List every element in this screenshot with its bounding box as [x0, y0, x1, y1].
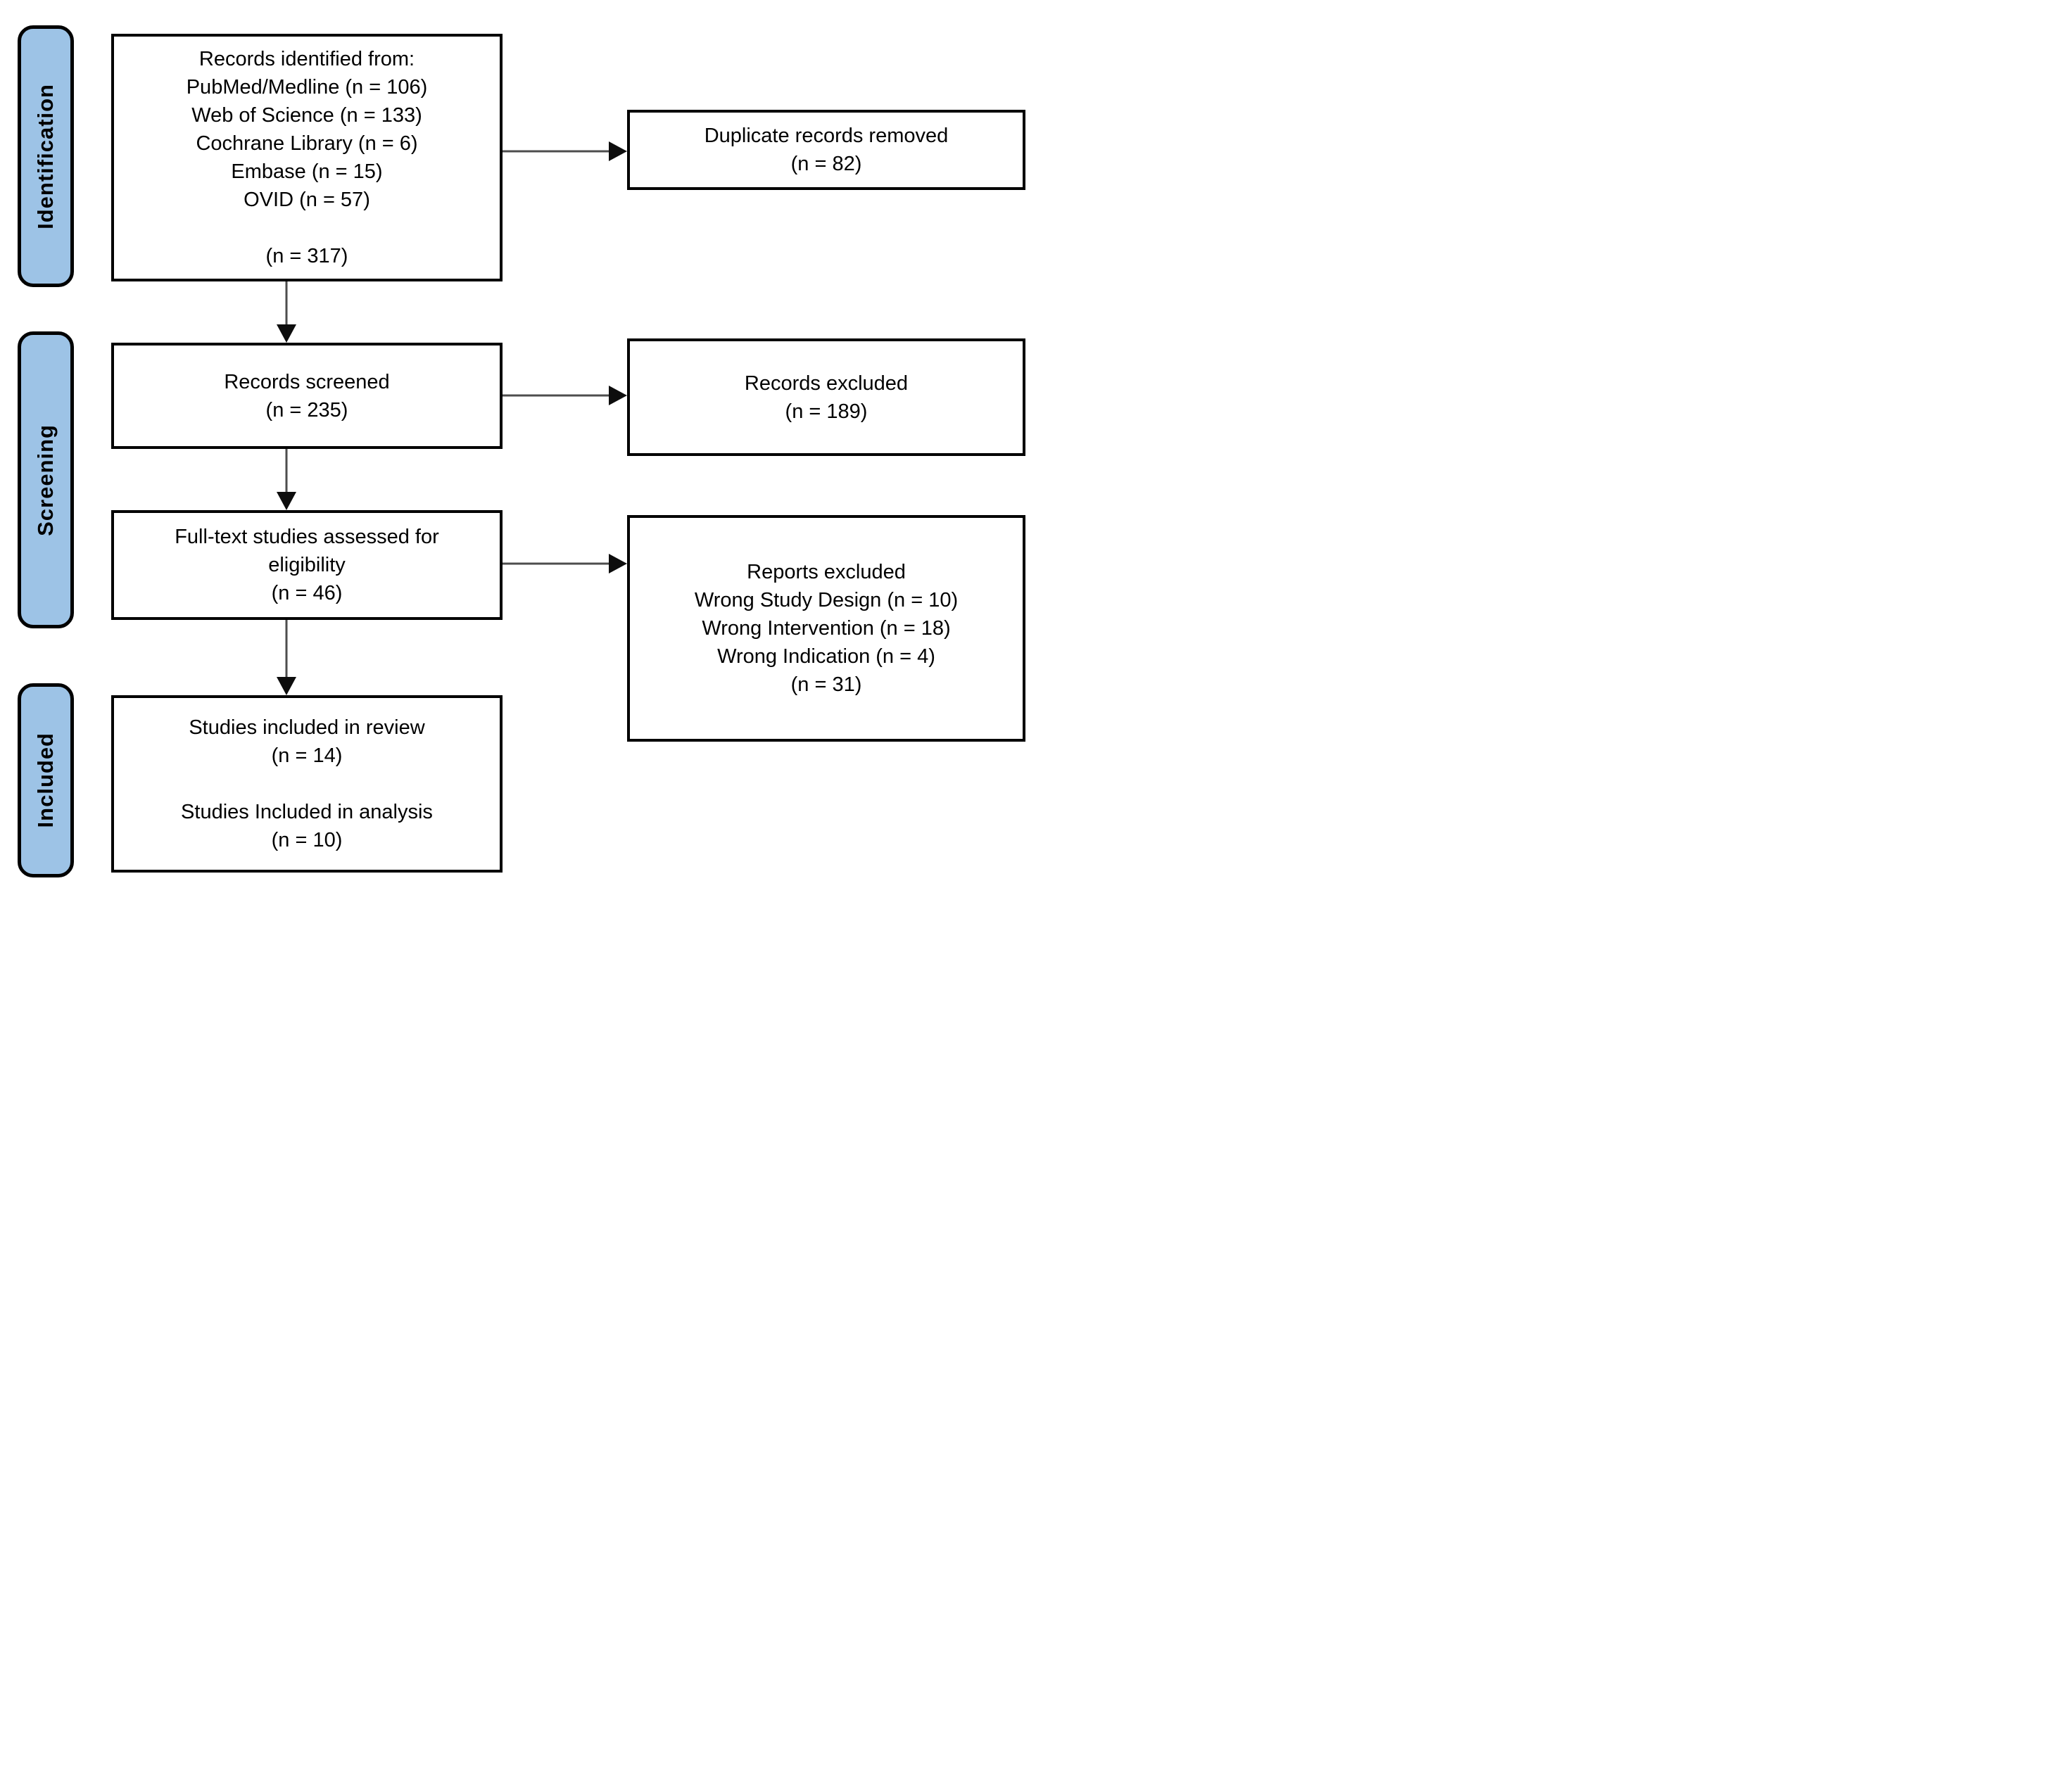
studies-included-box: Studies included in review (n = 14) Stud…	[111, 695, 503, 873]
duplicates-removed-line: Duplicate records removed	[704, 125, 949, 147]
reports-excluded-line: Wrong Study Design (n = 10)	[694, 589, 959, 611]
fulltext-assessed-line: eligibility	[268, 554, 346, 576]
fulltext-assessed-line: Full-text studies assessed for	[175, 526, 439, 548]
records-identified-line: Cochrane Library (n = 6)	[196, 132, 418, 155]
studies-included-line: (n = 10)	[271, 829, 343, 851]
records-identified-line: Records identified from:	[198, 48, 415, 70]
fulltext-assessed-line: (n = 46)	[271, 582, 343, 604]
records-excluded-box: Records excluded (n = 189)	[627, 338, 1025, 456]
arrow-screened-to-excluded	[503, 386, 627, 405]
prisma-flow-diagram: Identification Screening Included Record…	[0, 0, 1036, 884]
records-identified-box: Records identified from: PubMed/Medline …	[111, 34, 503, 281]
records-identified-line: PubMed/Medline (n = 106)	[186, 76, 428, 99]
arrow-fulltext-to-reports-excluded	[503, 554, 627, 573]
fulltext-assessed-box: Full-text studies assessed for eligibili…	[111, 510, 503, 620]
stage-included: Included	[18, 683, 74, 877]
studies-included-line: (n = 14)	[271, 744, 343, 767]
records-screened-line: (n = 235)	[265, 398, 348, 421]
duplicates-removed-box: Duplicate records removed (n = 82)	[627, 110, 1025, 190]
records-excluded-line: (n = 189)	[785, 400, 868, 423]
arrow-fulltext-to-included	[277, 620, 296, 695]
records-identified-line: OVID (n = 57)	[244, 189, 370, 211]
studies-included-line: Studies Included in analysis	[181, 801, 433, 823]
reports-excluded-line: Wrong Indication (n = 4)	[717, 645, 935, 668]
records-identified-line: (n = 317)	[265, 245, 348, 267]
duplicates-removed-line: (n = 82)	[790, 153, 862, 175]
records-excluded-line: Records excluded	[744, 372, 909, 395]
arrow-identified-to-screened	[277, 281, 296, 343]
reports-excluded-line: Reports excluded	[747, 561, 906, 583]
stage-screening-label: Screening	[33, 424, 58, 536]
records-screened-line: Records screened	[224, 370, 390, 393]
studies-included-line: Studies included in review	[189, 716, 425, 739]
records-screened-box: Records screened (n = 235)	[111, 343, 503, 449]
records-identified-line: Web of Science (n = 133)	[191, 104, 422, 127]
reports-excluded-line: (n = 31)	[790, 673, 862, 696]
stage-screening: Screening	[18, 331, 74, 628]
arrow-screened-to-fulltext	[277, 449, 296, 510]
reports-excluded-box: Reports excluded Wrong Study Design (n =…	[627, 515, 1025, 742]
arrow-identified-to-duplicates	[503, 141, 627, 161]
stage-identification-label: Identification	[33, 83, 58, 229]
flow-arrows	[277, 141, 627, 695]
stage-identification: Identification	[18, 25, 74, 287]
stage-included-label: Included	[33, 733, 58, 828]
records-identified-line: Embase (n = 15)	[231, 160, 383, 183]
reports-excluded-line: Wrong Intervention (n = 18)	[702, 617, 951, 640]
